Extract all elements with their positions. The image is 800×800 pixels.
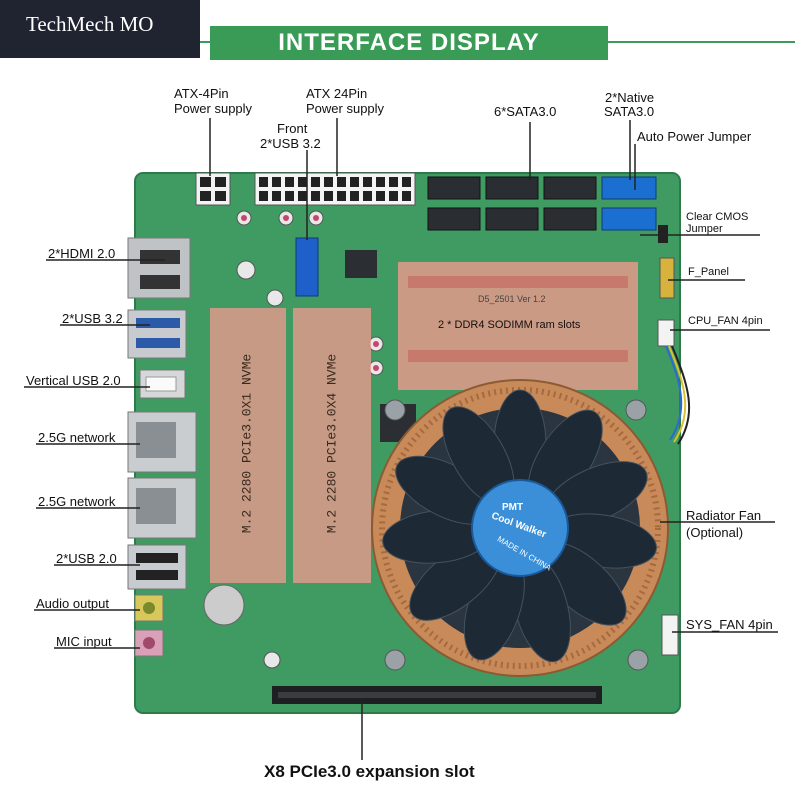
f-panel-header bbox=[659, 257, 675, 299]
fan-hub bbox=[471, 479, 569, 577]
label-radiator-fan-line2: (Optional) bbox=[686, 525, 744, 540]
audio-jack bbox=[134, 594, 164, 622]
label-audio-out: Audio output bbox=[36, 596, 110, 611]
label-atx24-line2: Power supply bbox=[306, 101, 385, 116]
label-sys-fan: SYS_FAN 4pin bbox=[686, 617, 773, 632]
atx24-connector bbox=[254, 172, 416, 206]
cmos-battery bbox=[203, 584, 245, 626]
cpu-fan-header bbox=[657, 319, 675, 347]
clear-cmos-jumper bbox=[658, 225, 668, 243]
mic-jack bbox=[134, 629, 164, 657]
label-f-panel: F_Panel bbox=[688, 266, 729, 278]
label-front-usb-line2: 2*USB 3.2 bbox=[260, 136, 321, 151]
front-usb-header bbox=[295, 237, 319, 297]
m2-slot-a-label: M.2 2280 PCIe3.0X1 NVMe bbox=[239, 353, 255, 534]
label-lan1: 2.5G network bbox=[38, 430, 116, 445]
label-usb20: 2*USB 2.0 bbox=[56, 551, 117, 566]
ram-silkscreen: D5_2501 Ver 1.2 bbox=[478, 294, 546, 304]
ram-label: 2 * DDR4 SODIMM ram slots bbox=[438, 319, 581, 331]
sata-ports bbox=[427, 176, 597, 231]
page-title: INTERFACE DISPLAY bbox=[210, 26, 608, 60]
label-native-sata-line1: 2*Native bbox=[605, 90, 655, 105]
label-front-usb-line1: Front bbox=[277, 121, 308, 136]
label-mic-in: MIC input bbox=[56, 634, 112, 649]
usb32-ports bbox=[127, 309, 187, 359]
brand-logo: TechMech MO bbox=[0, 0, 200, 58]
usb20-ports bbox=[127, 544, 187, 590]
label-atx4-line1: ATX-4Pin bbox=[174, 86, 229, 101]
chip bbox=[345, 250, 377, 278]
label-clear-cmos-line2: Jumper bbox=[686, 223, 723, 235]
cpu-cooler bbox=[371, 379, 669, 677]
m2-slot-a bbox=[210, 308, 286, 583]
label-atx24-line1: ATX 24Pin bbox=[306, 86, 368, 101]
label-usb32: 2*USB 3.2 bbox=[62, 311, 123, 326]
sys-fan-header bbox=[661, 614, 679, 656]
label-pcie-slot: X8 PCIe3.0 expansion slot bbox=[264, 762, 475, 781]
label-auto-power: Auto Power Jumper bbox=[637, 129, 752, 144]
label-clear-cmos-line1: Clear CMOS bbox=[686, 211, 749, 223]
label-hdmi: 2*HDMI 2.0 bbox=[48, 246, 116, 261]
m2-slot-b bbox=[293, 308, 371, 583]
label-atx4-line2: Power supply bbox=[174, 101, 253, 116]
fan-brand: PMT bbox=[502, 502, 524, 513]
label-radiator-fan-line1: Radiator Fan bbox=[686, 508, 762, 523]
label-cpu-fan: CPU_FAN 4pin bbox=[688, 315, 763, 327]
label-native-sata-line2: SATA3.0 bbox=[604, 104, 655, 119]
label-sata6: 6*SATA3.0 bbox=[494, 104, 557, 119]
label-lan2: 2.5G network bbox=[38, 494, 116, 509]
native-sata-ports bbox=[601, 176, 657, 231]
m2-slot-b-label: M.2 2280 PCIe3.0X4 NVMe bbox=[324, 353, 340, 534]
label-vertical-usb: Vertical USB 2.0 bbox=[26, 373, 121, 388]
